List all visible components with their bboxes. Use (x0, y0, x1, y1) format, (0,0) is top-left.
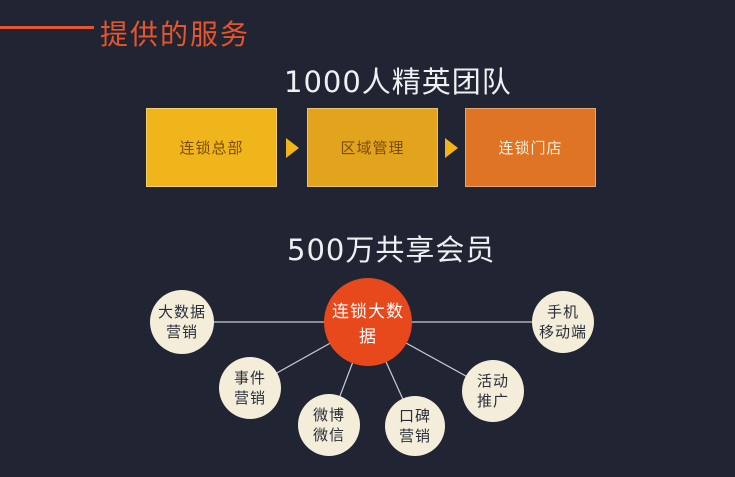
team-section-heading: 1000人精英团队 (284, 65, 512, 99)
hub-circle-chain-bigdata: 连锁大数据 (324, 278, 412, 366)
flow-box-store: 连锁门店 (465, 108, 596, 187)
satellite-activity-promotion: 活动 推广 (462, 360, 524, 422)
page-title: 提供的服务 (100, 18, 251, 51)
flow-box-region: 区域管理 (307, 108, 438, 187)
member-section-heading: 500万共享会员 (287, 233, 496, 267)
satellite-event-marketing: 事件 营销 (219, 357, 281, 419)
title-accent-line (0, 26, 94, 29)
satellite-wom-marketing: 口碑 营销 (385, 396, 445, 456)
satellite-mobile: 手机 移动端 (532, 291, 594, 353)
satellite-bigdata-marketing: 大数据 营销 (150, 290, 214, 354)
flow-box-hq: 连锁总部 (146, 108, 277, 187)
satellite-weibo-wechat: 微博 微信 (298, 394, 360, 456)
flow-arrow-icon (286, 138, 299, 158)
flow-arrow-icon (445, 138, 458, 158)
